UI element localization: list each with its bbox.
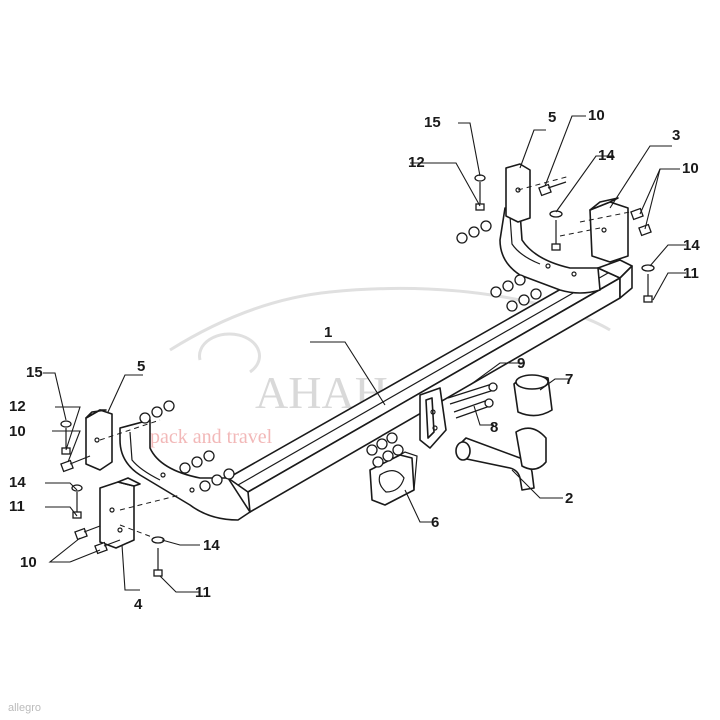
center-nut-cluster <box>366 432 404 468</box>
label-part-14-left: 14 <box>9 474 26 491</box>
label-part-11-right: 11 <box>683 265 699 282</box>
label-part-5-left: 5 <box>137 358 145 375</box>
part-5-right-bracket <box>505 163 571 223</box>
label-part-12-left: 12 <box>9 398 26 415</box>
watermark-tagline: pack and travel <box>150 426 273 448</box>
label-part-9: 9 <box>517 355 525 372</box>
part-7-ball-cap <box>513 374 553 417</box>
watermark-car-wheel <box>198 332 261 374</box>
label-part-2: 2 <box>565 490 573 507</box>
part-4-left-bracket <box>99 477 181 549</box>
center-neck-bracket <box>419 387 447 449</box>
part-labels: 1 2 3 4 5 5 6 7 8 9 10 10 10 10 11 11 11… <box>9 107 700 613</box>
label-part-5-right: 5 <box>548 109 556 126</box>
part-6-socket-plate <box>369 451 418 506</box>
leader-lines <box>43 115 686 593</box>
part-5-left-bracket <box>85 409 161 471</box>
label-part-10-right-upper: 10 <box>588 107 605 124</box>
part-2-towball-neck <box>455 427 547 491</box>
label-part-8: 8 <box>490 419 498 436</box>
left-fasteners <box>60 420 165 577</box>
label-part-14-right: 14 <box>683 237 700 254</box>
left-side-arm <box>119 419 251 521</box>
part-3-right-bracket <box>559 197 641 263</box>
label-part-7: 7 <box>565 371 573 388</box>
label-part-15-right: 15 <box>424 114 441 131</box>
label-part-11-left: 11 <box>9 498 25 515</box>
right-fasteners <box>474 174 655 303</box>
label-part-3: 3 <box>672 127 680 144</box>
label-part-10-left-lower: 10 <box>20 554 37 571</box>
right-side-arm <box>499 207 601 294</box>
label-part-11-bottom: 11 <box>195 584 211 601</box>
label-part-10-right: 10 <box>682 160 699 177</box>
label-part-14-bottom: 14 <box>203 537 220 554</box>
right-nut-cluster <box>456 220 542 312</box>
label-part-6: 6 <box>431 514 439 531</box>
label-part-10-left-upper: 10 <box>9 423 26 440</box>
label-part-14-right-upper: 14 <box>598 147 615 164</box>
marketplace-watermark: allegro <box>8 702 42 714</box>
label-part-12-right: 12 <box>408 154 425 171</box>
label-part-15-left: 15 <box>26 364 43 381</box>
left-nut-cluster <box>139 400 235 492</box>
label-part-1: 1 <box>324 324 332 341</box>
parts-8-9-bolts <box>447 382 498 419</box>
label-part-4: 4 <box>134 596 143 613</box>
